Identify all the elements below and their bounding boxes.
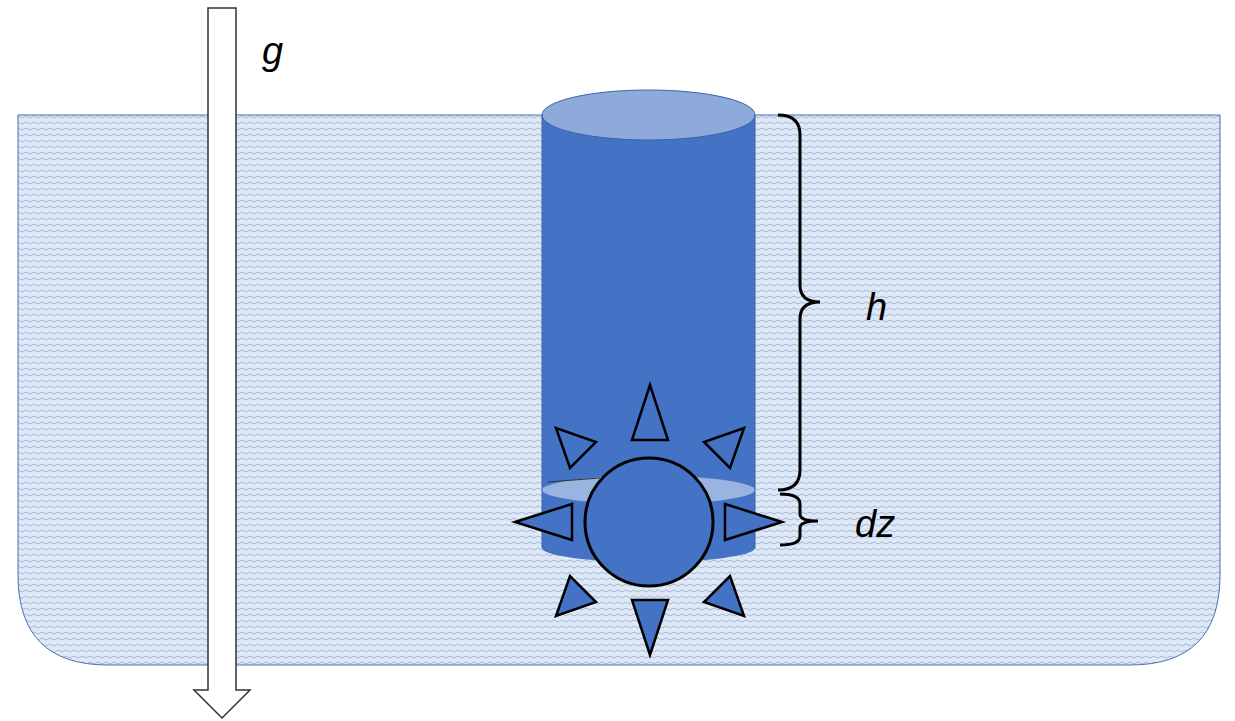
gravity-symbol: g bbox=[262, 32, 283, 70]
fluid-element bbox=[585, 458, 713, 586]
gravity-arrow bbox=[194, 8, 250, 718]
fluid-region bbox=[18, 115, 1220, 665]
dz-bracket bbox=[780, 494, 818, 545]
height-bracket bbox=[778, 115, 820, 490]
thickness-symbol: dz bbox=[855, 505, 895, 543]
pressure-arrows bbox=[515, 385, 782, 655]
height-symbol: h bbox=[866, 288, 887, 326]
